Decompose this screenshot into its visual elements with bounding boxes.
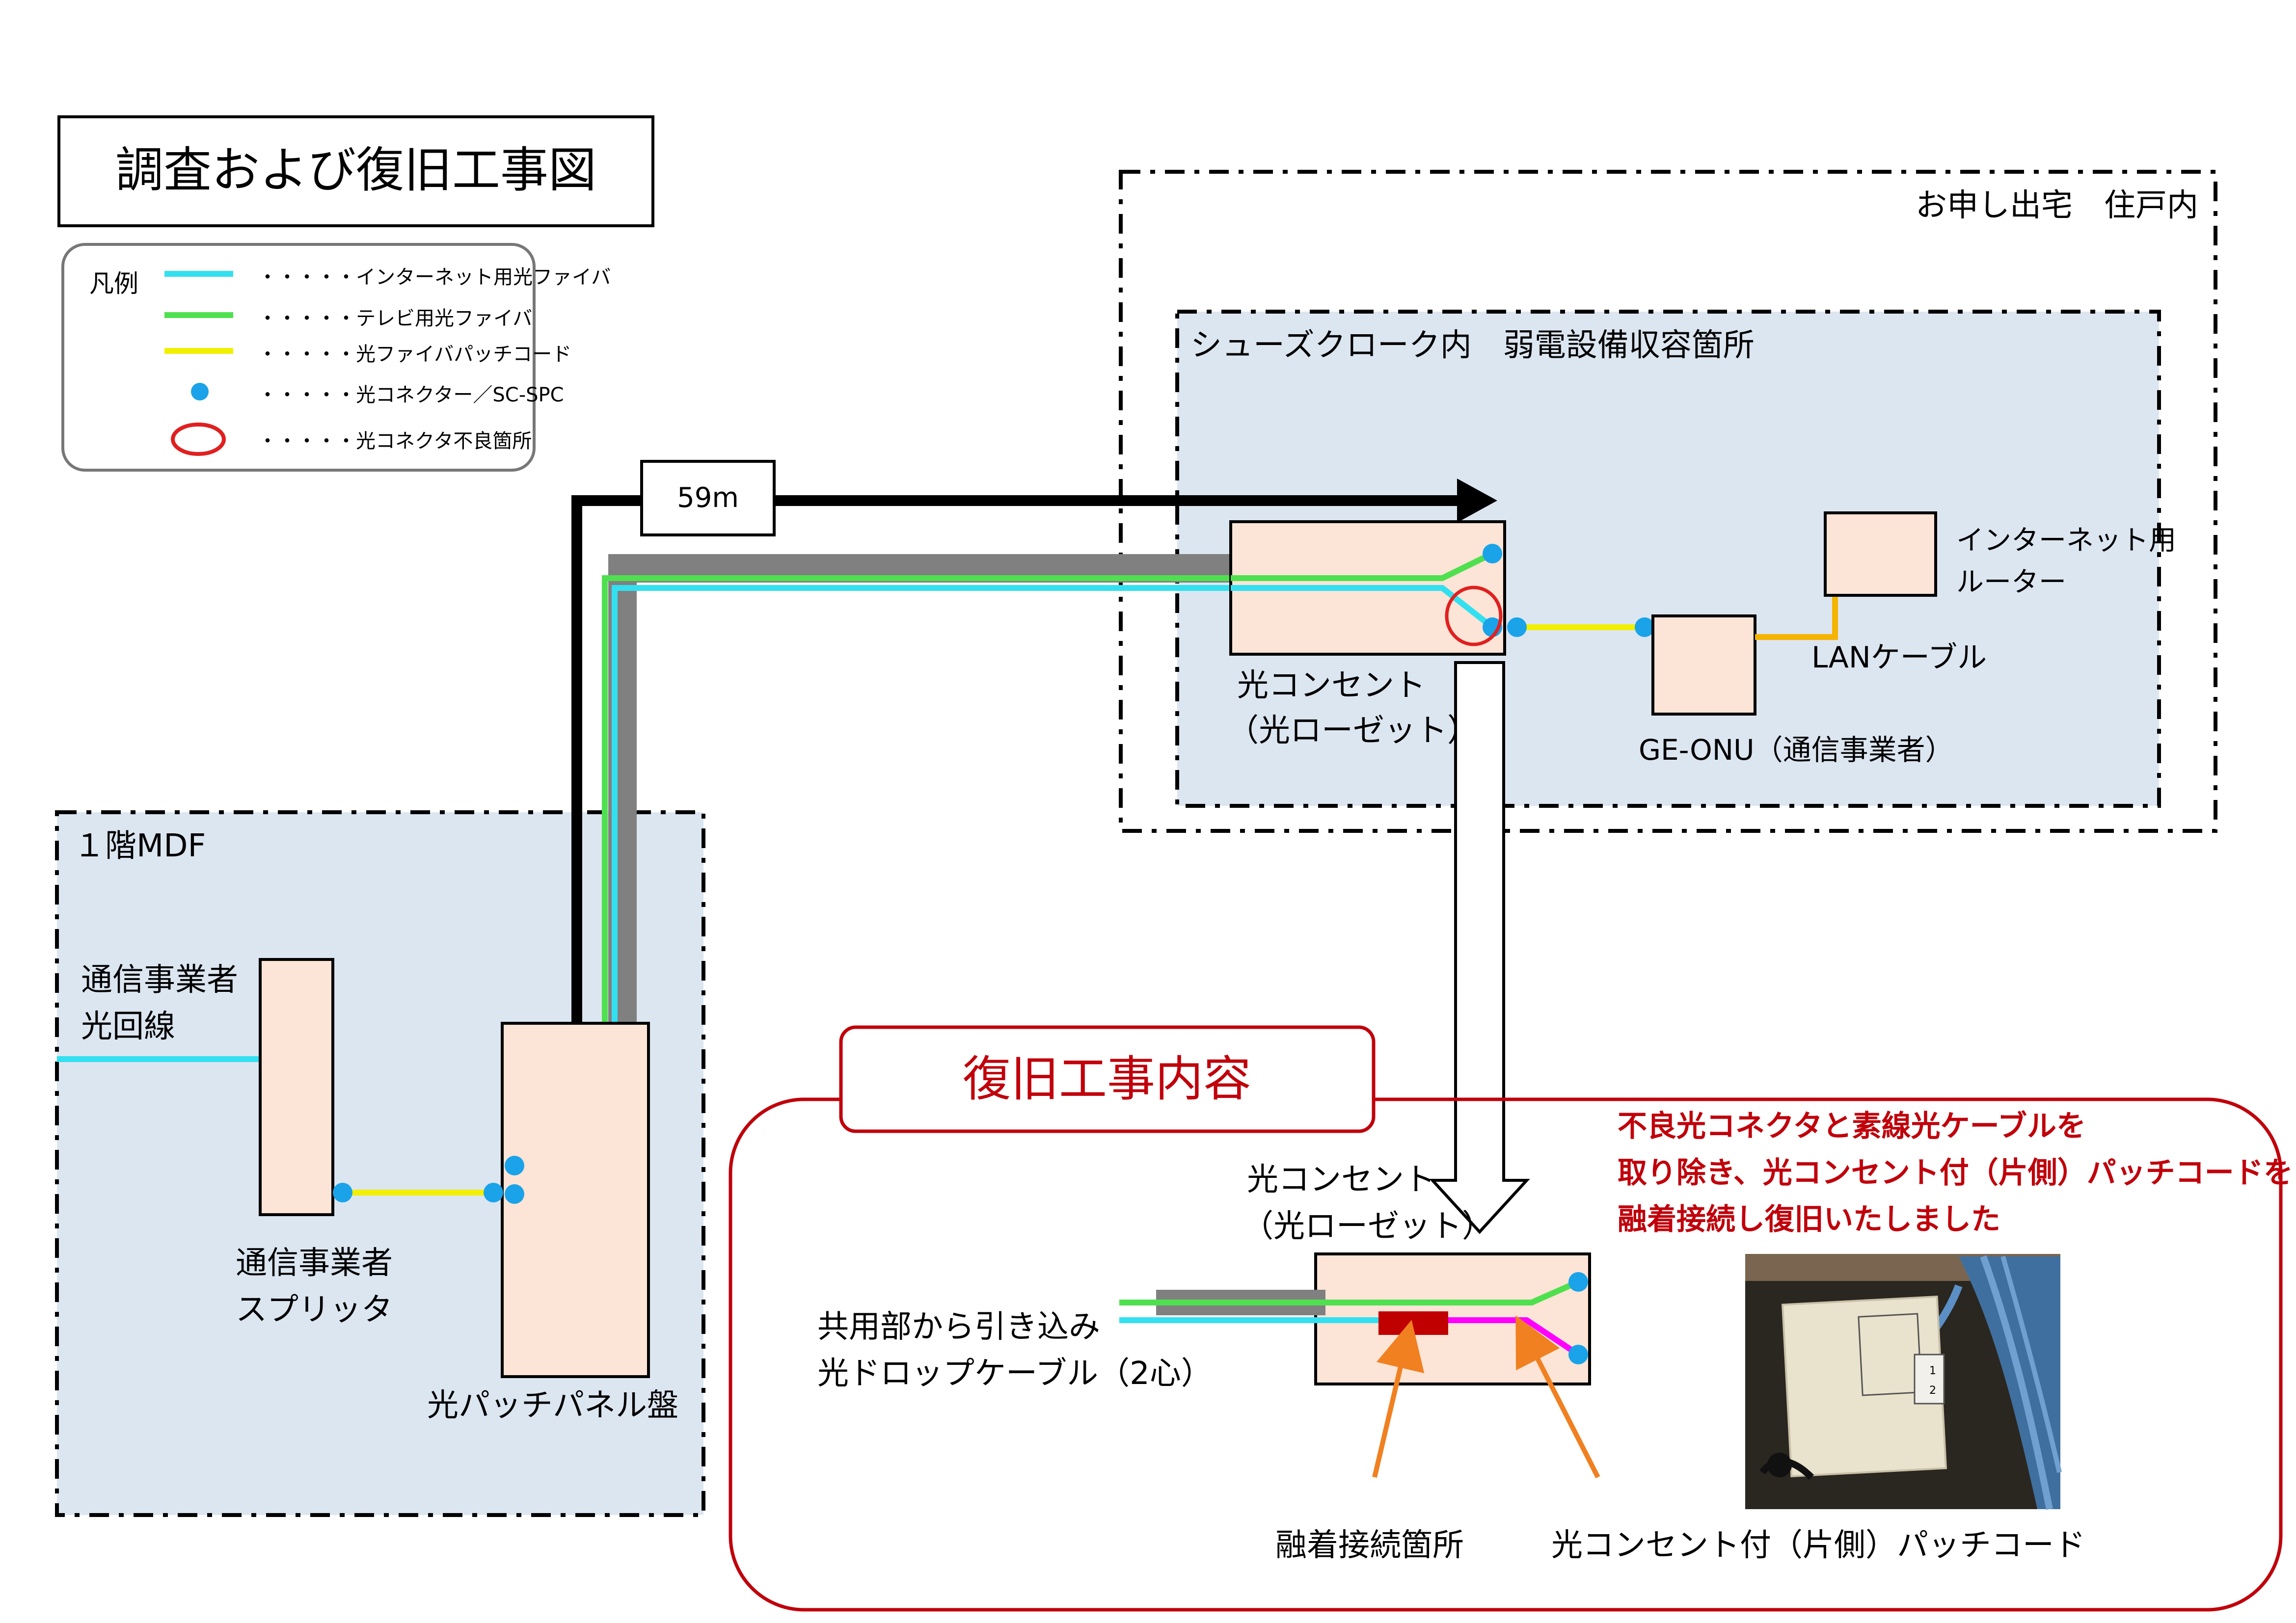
outlet-internet-fiber <box>1231 585 1494 630</box>
residence-title: お申し出宅 住戸内 <box>1916 187 2198 224</box>
carrier-line-label-1: 通信事業者 <box>81 962 238 998</box>
splitter <box>259 958 334 1216</box>
panel-connector-internet <box>505 1184 524 1204</box>
conduit <box>608 554 1246 1023</box>
legend-defect-label: ・・・・・光コネクタ不良箇所 <box>258 430 532 452</box>
photo-label-1: 1 <box>1929 1365 1936 1377</box>
repair-outlet-label-1: 光コンセント <box>1247 1162 1435 1198</box>
splitter-label-2: スプリッタ <box>236 1292 393 1328</box>
splitter-connector <box>333 1183 352 1202</box>
splitter-label-1: 通信事業者 <box>236 1245 393 1281</box>
splice-pointer <box>1372 1320 1425 1478</box>
repair-title-box <box>839 1025 1376 1133</box>
site-photo: 1 2 <box>1745 1254 2062 1510</box>
mdf-title: １階MDF <box>74 828 206 864</box>
ge-onu <box>1651 614 1756 716</box>
residence-area <box>1119 170 2217 833</box>
router-label-2: ルーター <box>1956 566 2066 598</box>
repair-title: 復旧工事内容 <box>963 1051 1251 1107</box>
repair-outlet-label-2: （光ローゼット） <box>1242 1208 1493 1245</box>
legend-connector-dot <box>191 383 209 400</box>
patch-cord-pointer <box>1515 1315 1600 1479</box>
onu-label: GE-ONU（通信事業者） <box>1639 733 1954 767</box>
page-title: 調査および復旧工事図 <box>115 142 596 198</box>
legend: 凡例 ・・・・・インターネット用光ファイバ ・・・・・テレビ用光ファイバ ・・・… <box>61 243 611 472</box>
panel-connector-in <box>484 1183 503 1202</box>
photo-label-2: 2 <box>1929 1384 1936 1397</box>
legend-heading: 凡例 <box>89 269 138 298</box>
legend-connector-label: ・・・・・光コネクター／SC-SPC <box>258 384 564 406</box>
splice-label: 融着接続箇所 <box>1275 1527 1464 1564</box>
distance-label: 59m <box>677 482 739 514</box>
legend-internet-label: ・・・・・インターネット用光ファイバ <box>258 266 611 289</box>
router-label-1: インターネット用 <box>1956 525 2176 557</box>
patch-cord-label: 光コンセント付（片側）パッチコード <box>1551 1527 2085 1564</box>
legend-patch-label: ・・・・・光ファイバパッチコード <box>258 343 571 366</box>
outlet-label-1: 光コンセント <box>1237 667 1426 704</box>
repair-tv-fiber <box>1119 1279 1580 1305</box>
closet-title: シューズクローク内 弱電設備収容箇所 <box>1190 327 1755 364</box>
carrier-line-label-2: 光回線 <box>81 1009 175 1045</box>
outlet-label-2: （光ローゼット） <box>1227 713 1479 749</box>
repair-note-3: 融着接続し復旧いたしました <box>1618 1202 2000 1237</box>
patch-panel-label: 光パッチパネル盤 <box>427 1387 678 1424</box>
drop-cable-label-2: 光ドロップケーブル（2心） <box>817 1356 1213 1392</box>
splice-point <box>1378 1311 1448 1335</box>
router <box>1824 511 1937 597</box>
legend-defect-ellipse <box>171 423 226 456</box>
lan-label: LANケーブル <box>1811 640 1987 675</box>
patch-connector-onu <box>1635 617 1654 637</box>
repair-note-2: 取り除き、光コンセント付（片側）パッチコードを <box>1618 1156 2293 1190</box>
title-box: 調査および復旧工事図 <box>57 115 654 227</box>
outlet-connector-tv <box>1483 544 1502 563</box>
patch-connector-outlet <box>1507 617 1527 637</box>
outlet-tv-fiber <box>1231 551 1494 581</box>
repair-connector-tv <box>1568 1272 1588 1292</box>
panel-connector-tv <box>505 1156 524 1175</box>
repair-note-1: 不良光コネクタと素線光ケーブルを <box>1618 1109 2086 1144</box>
detail-arrow <box>1429 661 1530 1234</box>
repair-connector-internet <box>1568 1345 1588 1364</box>
legend-tv-label: ・・・・・テレビ用光ファイバ <box>258 307 532 330</box>
patch-panel <box>501 1022 650 1378</box>
drop-cable-label-1: 共用部から引き込み <box>817 1309 1100 1345</box>
lan-cable <box>1755 595 1838 640</box>
repair-area <box>729 1097 2283 1612</box>
defect-marker <box>1445 585 1503 646</box>
